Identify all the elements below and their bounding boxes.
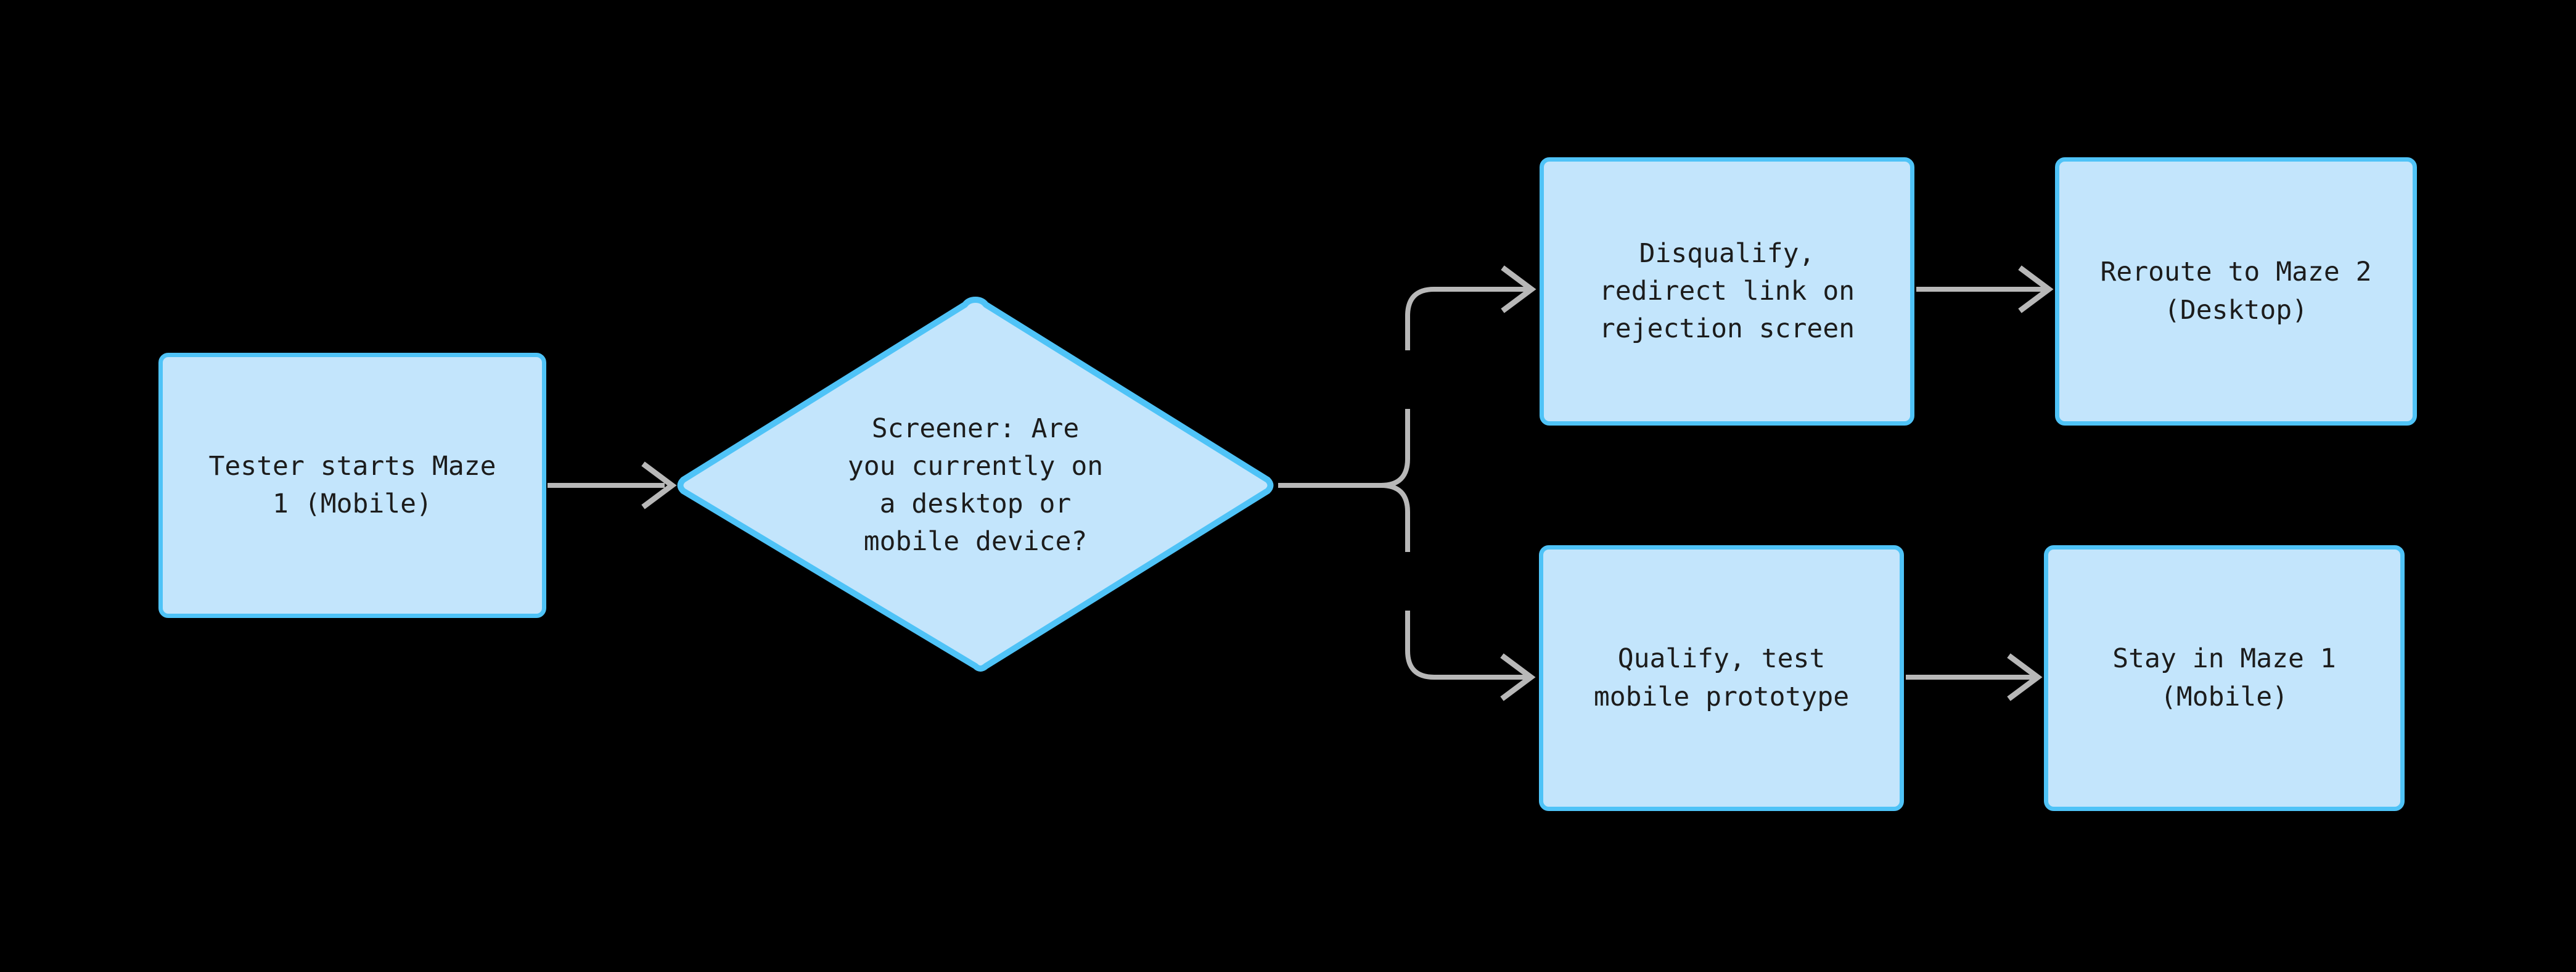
node-label-reroute-maze-2: Reroute to Maze 2 (Desktop) xyxy=(2100,257,2372,326)
node-disqualify-redirect[interactable]: Disqualify, redirect link on rejection s… xyxy=(1540,157,1914,426)
node-screener-decision[interactable]: Screener: Are you currently on a desktop… xyxy=(674,295,1277,676)
edge-disqualify-to-reroute xyxy=(1916,265,2054,313)
diamond-shape xyxy=(677,297,1274,672)
node-reroute-maze-2[interactable]: Reroute to Maze 2 (Desktop) xyxy=(2055,157,2417,426)
edge-start-to-screener xyxy=(548,461,677,509)
node-qualify-test-mobile[interactable]: Qualify, test mobile prototype xyxy=(1539,545,1904,811)
node-stay-in-maze-1[interactable]: Stay in Maze 1 (Mobile) xyxy=(2044,545,2405,811)
node-label-disqualify-redirect: Disqualify, redirect link on rejection s… xyxy=(1599,237,1855,345)
node-label-qualify-test-mobile: Qualify, test mobile prototype xyxy=(1593,643,1850,712)
diamond-label-wrap: Screener: Are you currently on a desktop… xyxy=(674,295,1277,676)
edge-qualify-to-stay xyxy=(1906,653,2043,701)
node-label-stay-in-maze-1: Stay in Maze 1 (Mobile) xyxy=(2112,643,2336,712)
edge-screener-to-disqualify xyxy=(1278,265,1536,488)
node-label-tester-starts-maze-1: Tester starts Maze 1 (Mobile) xyxy=(208,450,496,519)
node-label-screener-decision: Screener: Are you currently on a desktop… xyxy=(847,413,1104,558)
edge-screener-to-qualify xyxy=(1278,483,1536,701)
node-tester-starts-maze-1[interactable]: Tester starts Maze 1 (Mobile) xyxy=(158,353,546,618)
